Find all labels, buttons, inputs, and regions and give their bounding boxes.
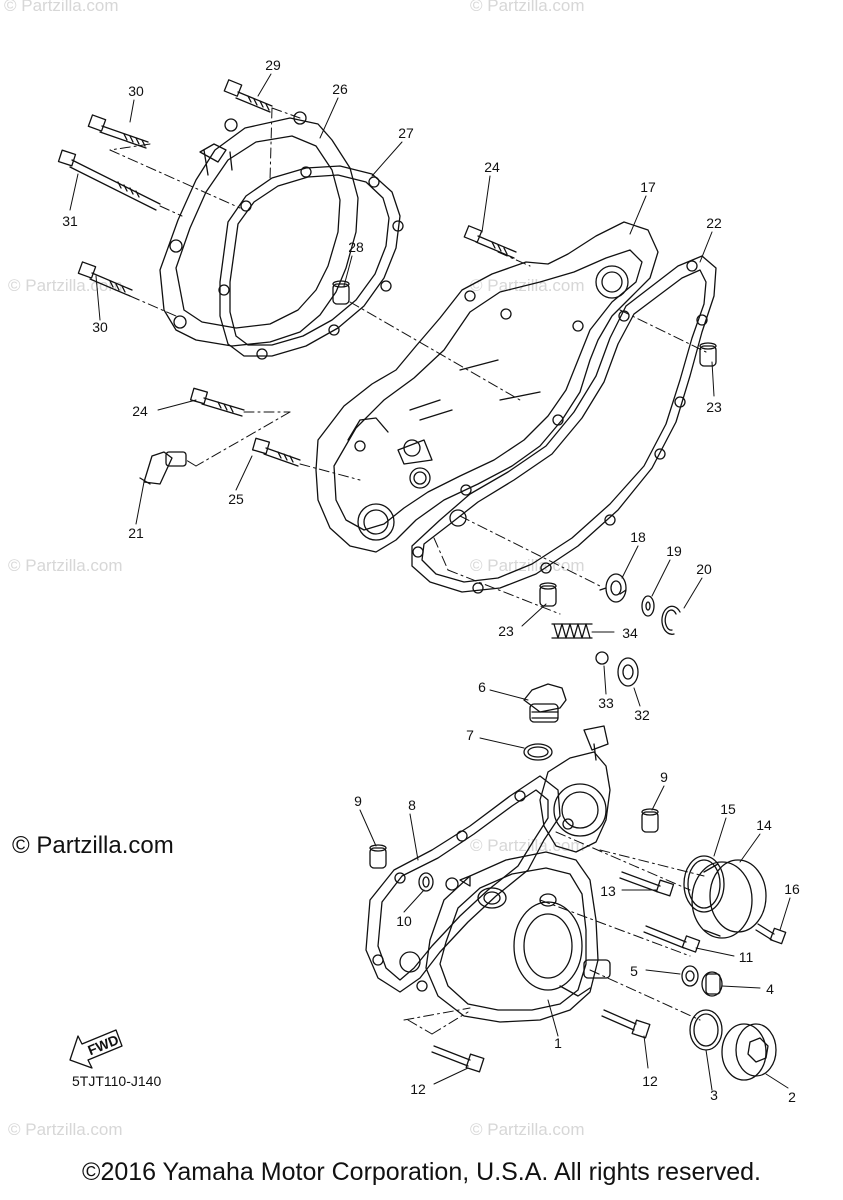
callout-30: 30: [92, 319, 108, 335]
o-ring-15: [683, 855, 725, 913]
bolt-24-lower: [189, 387, 245, 417]
fwd-arrow-icon: [69, 1029, 123, 1069]
circlip-20: [661, 605, 681, 635]
water-pump-housing: [539, 725, 611, 853]
bolt-12-left: [431, 1045, 485, 1073]
callout-10: 10: [396, 913, 412, 929]
fitting-21: [139, 451, 187, 485]
callout-14: 14: [756, 817, 772, 833]
spring-34: [551, 623, 593, 639]
crankcase-cover-1: [399, 851, 611, 1023]
watermark: © Partzilla.com: [4, 0, 119, 15]
callout-13: 13: [600, 883, 616, 899]
callout-24: 24: [484, 159, 500, 175]
clutch-cover-26: [159, 111, 359, 347]
dowel-9-right: [641, 808, 659, 833]
o-ring-3: [689, 1009, 723, 1051]
callout-9: 9: [354, 793, 362, 809]
callout-25: 25: [228, 491, 244, 507]
dowel-23-lower: [539, 582, 557, 607]
watermark: © Partzilla.com: [8, 1120, 123, 1139]
callout-34: 34: [622, 625, 638, 641]
callout-33: 33: [598, 695, 614, 711]
callout-22: 22: [706, 215, 722, 231]
callout-23: 23: [498, 623, 514, 639]
callout-5: 5: [630, 963, 638, 979]
callout-32: 32: [634, 707, 650, 723]
callout-23: 23: [706, 399, 722, 415]
callout-15: 15: [720, 801, 736, 817]
bearing-18: [599, 573, 627, 603]
callout-30: 30: [128, 83, 144, 99]
bolt-31: [57, 149, 161, 211]
watermark: © Partzilla.com: [470, 0, 585, 15]
cap-2: [721, 1023, 777, 1081]
callout-3: 3: [710, 1087, 718, 1103]
callout-16: 16: [784, 881, 800, 897]
callout-12: 12: [642, 1073, 658, 1089]
bolt-30-lower: [77, 261, 133, 297]
callout-26: 26: [332, 81, 348, 97]
callout-17: 17: [640, 179, 656, 195]
callout-21: 21: [128, 525, 144, 541]
bolt-24-upper: [463, 225, 517, 259]
callout-12: 12: [410, 1081, 426, 1097]
gasket-22: [411, 255, 717, 594]
callout-9: 9: [660, 769, 668, 785]
gasket-27: [218, 165, 404, 360]
bolt-29: [223, 79, 273, 113]
bolt-11: [643, 925, 701, 953]
callout-7: 7: [466, 727, 474, 743]
bolt-13: [619, 871, 675, 897]
copyright-notice: ©2016 Yamaha Motor Corporation, U.S.A. A…: [82, 1158, 761, 1186]
dowel-28: [332, 280, 350, 305]
ball-33: [595, 651, 609, 665]
bolt-12-right: [601, 1009, 651, 1039]
cover-14: [691, 859, 767, 939]
callout-20: 20: [696, 561, 712, 577]
callout-19: 19: [666, 543, 682, 559]
callout-6: 6: [478, 679, 486, 695]
callout-4: 4: [766, 981, 774, 997]
callout-8: 8: [408, 797, 416, 813]
crankcase-cover-17: [315, 221, 659, 553]
callout-28: 28: [348, 239, 364, 255]
plug-4: [701, 971, 723, 997]
callout-24: 24: [132, 403, 148, 419]
bolt-30-top: [87, 114, 149, 149]
watermark: © Partzilla.com: [470, 836, 585, 855]
callout-18: 18: [630, 529, 646, 545]
drain-plug-6: [523, 683, 567, 723]
callout-1: 1: [554, 1035, 562, 1051]
bushing-32: [617, 657, 639, 687]
watermark: © Partzilla.com: [470, 1120, 585, 1139]
brand-watermark: © Partzilla.com: [12, 832, 174, 859]
callout-29: 29: [265, 57, 281, 73]
drawing-code: 5TJT110-J140: [72, 1073, 162, 1089]
bolt-25: [251, 437, 301, 467]
callout-11: 11: [739, 949, 754, 965]
callout-27: 27: [398, 125, 414, 141]
callout-31: 31: [62, 213, 78, 229]
watermark: © Partzilla.com: [8, 556, 123, 575]
dowel-9-left: [369, 844, 387, 869]
washer-5: [681, 965, 699, 987]
o-ring-10: [418, 872, 434, 892]
dowel-23-upper: [699, 342, 717, 367]
o-ring-7: [523, 743, 553, 761]
washer-19: [641, 595, 655, 617]
callout-2: 2: [788, 1089, 796, 1105]
gasket-8: [365, 775, 561, 993]
